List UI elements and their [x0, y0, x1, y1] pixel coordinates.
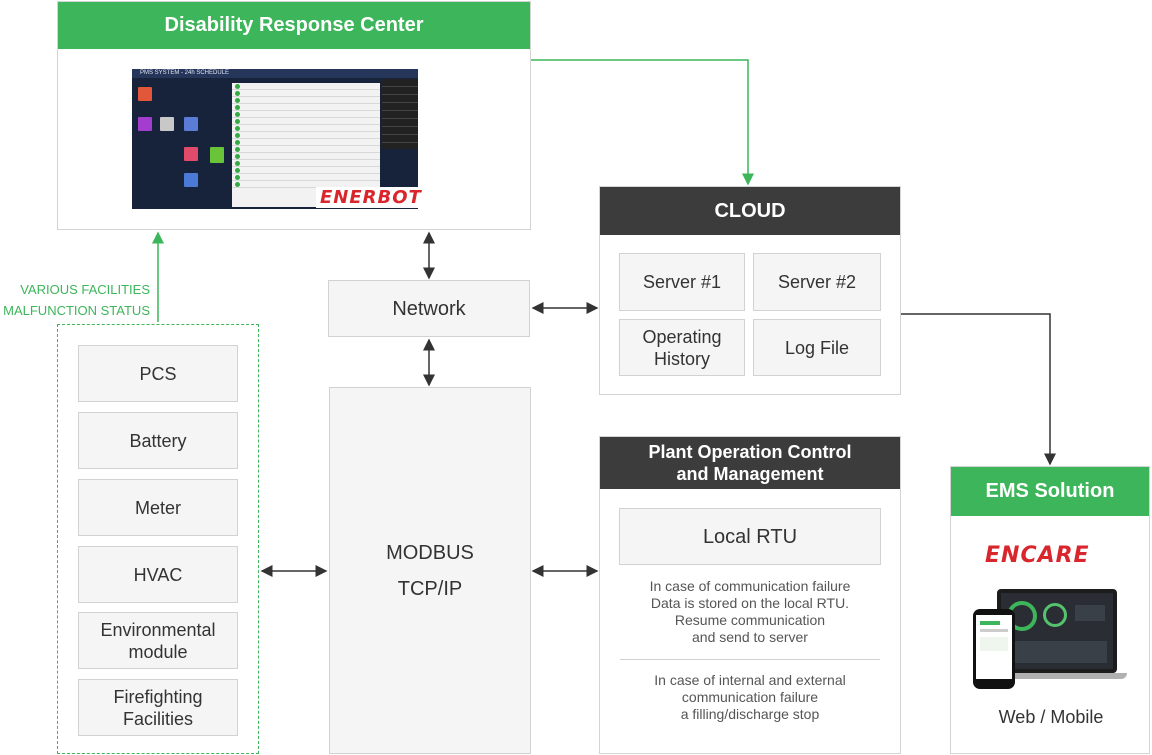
facility-environmental-module: Environmental module — [78, 612, 238, 669]
cloud-log-file: Log File — [753, 319, 881, 376]
mobile-icon — [973, 609, 1015, 689]
ems-solution-title: EMS Solution — [951, 467, 1149, 516]
rtu-note-internal-external-failure: In case of internal and external communi… — [654, 672, 846, 722]
cloud-server-2: Server #2 — [753, 253, 881, 311]
network-box: Network — [328, 280, 530, 337]
facility-firefighting: Firefighting Facilities — [78, 679, 238, 736]
malfunction-status-label: VARIOUS FACILITIES MALFUNCTION STATUS — [3, 282, 150, 318]
disability-response-center-title: Disability Response Center — [58, 2, 530, 49]
rtu-note-communication-failure: In case of communication failure Data is… — [649, 578, 851, 645]
facility-meter: Meter — [78, 479, 238, 536]
ems-solution-caption: Web / Mobile — [998, 707, 1104, 727]
local-rtu-box: Local RTU — [619, 508, 881, 565]
arrow-cloud-to-ems — [901, 313, 1056, 466]
facility-hvac: HVAC — [78, 546, 238, 603]
cloud-title: CLOUD — [600, 187, 900, 235]
ems-solution-panel: EMS Solution ENCARE Web / Mobile — [950, 466, 1150, 754]
cloud-server-1: Server #1 — [619, 253, 745, 311]
facility-battery: Battery — [78, 412, 238, 469]
ems-screenshot: PMS SYSTEM - 24h SCHEDULE — [132, 69, 418, 209]
ems-window-title: PMS SYSTEM - 24h SCHEDULE — [140, 70, 230, 76]
plant-operation-panel: Plant Operation Control and Management — [599, 436, 901, 754]
disability-response-center-panel: Disability Response Center PMS SYSTEM - … — [57, 1, 531, 230]
arrow-center-to-cloud — [531, 59, 754, 186]
laptop-icon — [987, 589, 1127, 679]
facility-pcs: PCS — [78, 345, 238, 402]
modbus-box: MODBUS TCP/IP — [329, 387, 531, 754]
plant-operation-title: Plant Operation Control and Management — [600, 437, 900, 489]
enerbot-logo: ENERBOT — [316, 187, 426, 208]
cloud-operating-history: Operating History — [619, 319, 745, 376]
encare-logo: ENCARE — [985, 543, 1090, 568]
plant-divider — [620, 659, 880, 660]
